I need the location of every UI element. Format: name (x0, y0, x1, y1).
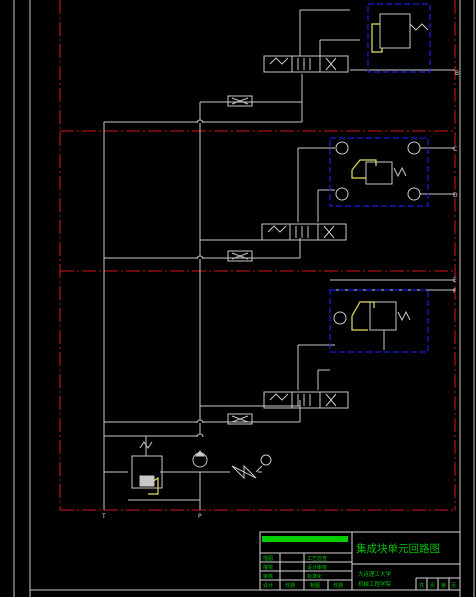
main-lines (103, 9, 455, 510)
directional-valve-3 (263, 391, 349, 409)
drawing-frame (13, 0, 475, 597)
row-label-review: 审核 (263, 573, 273, 580)
port-label-d: D (453, 192, 458, 199)
port-label-f: F (453, 288, 457, 295)
school-line-2: 机械工程学院 (358, 580, 392, 588)
cell-drawing: 制图 (310, 582, 320, 589)
row-label-trace: 描图 (263, 555, 273, 562)
port-label-e: E (453, 277, 457, 284)
port-label-b: B (455, 70, 459, 77)
stop-valve (231, 454, 272, 480)
sheet-total-unit: 页 (430, 583, 435, 589)
port-label-p: P (198, 513, 202, 520)
valve-frames (329, 3, 431, 353)
pump (192, 450, 208, 468)
sheet-number: 第 (441, 582, 446, 589)
row-value-standard: 标准化 (307, 573, 322, 580)
port-label-t: T (101, 513, 106, 520)
cell-date-2: 日期 (333, 583, 343, 589)
sheet-total: 共 (419, 582, 424, 589)
section-borders (59, 0, 456, 511)
row-value-design-review: 设计审核 (307, 564, 327, 571)
row-value-process: 工艺检查 (307, 555, 327, 562)
title-block: 集成块单元回路图 大连理工大学 机械工程学院 描图 描校 审核 设计 工艺检查 … (259, 531, 461, 591)
cell-date-1: 日期 (285, 583, 295, 589)
line-junctions (196, 119, 204, 438)
row-label-design: 设计 (263, 582, 273, 589)
sheet-number-unit: 页 (451, 583, 456, 589)
valve-internals (333, 13, 429, 350)
drawing-title: 集成块单元回路图 (356, 542, 440, 555)
pilot-lines (145, 23, 383, 495)
directional-valve-2 (261, 223, 347, 241)
row-label-trace-check: 描校 (263, 564, 273, 571)
orifice-elements (227, 95, 253, 425)
port-labels: B C D E F T P (101, 70, 459, 520)
school-line-1: 大连理工大学 (358, 570, 392, 578)
relief-valve (131, 441, 163, 489)
port-label-c: C (453, 146, 457, 153)
directional-valve-1 (263, 55, 349, 73)
